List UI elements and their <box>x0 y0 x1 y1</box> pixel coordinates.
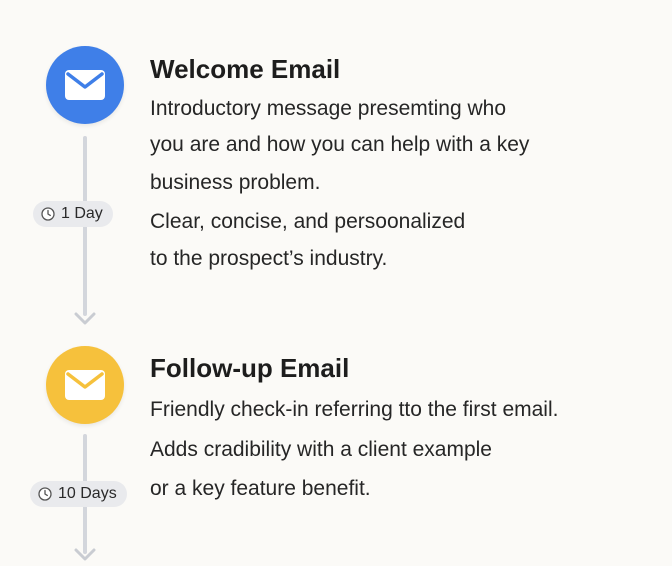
arrow-down-icon <box>74 312 96 325</box>
step-description-line: you are and how you can help with a key <box>150 133 530 156</box>
step-description-line: business problem. <box>150 171 321 194</box>
welcome-email-icon-circle <box>46 46 124 124</box>
step-title: Welcome Email <box>150 54 341 84</box>
step-note-line: to the prospect’s industry. <box>150 247 388 270</box>
follow-up-email-icon-circle <box>46 346 124 424</box>
step-note-line: Adds cradibility with a client example <box>150 438 492 461</box>
clock-icon <box>41 207 55 221</box>
delay-badge: 1 Day <box>33 201 113 227</box>
step-note-line: or a key feature benefit. <box>150 477 371 500</box>
envelope-icon <box>65 70 105 100</box>
delay-label: 10 Days <box>58 485 117 502</box>
step-description-line: Friendly check-in referring tto the firs… <box>150 398 559 421</box>
step-note-line: Clear, concise, and persoonalized <box>150 210 466 233</box>
step-title: Follow-up Email <box>150 353 350 383</box>
delay-label: 1 Day <box>61 205 103 222</box>
envelope-icon <box>65 370 105 400</box>
clock-icon <box>38 487 52 501</box>
step-description-line: Introductory message presemting who <box>150 97 507 120</box>
delay-badge: 10 Days <box>30 481 127 507</box>
arrow-down-icon <box>74 548 96 561</box>
